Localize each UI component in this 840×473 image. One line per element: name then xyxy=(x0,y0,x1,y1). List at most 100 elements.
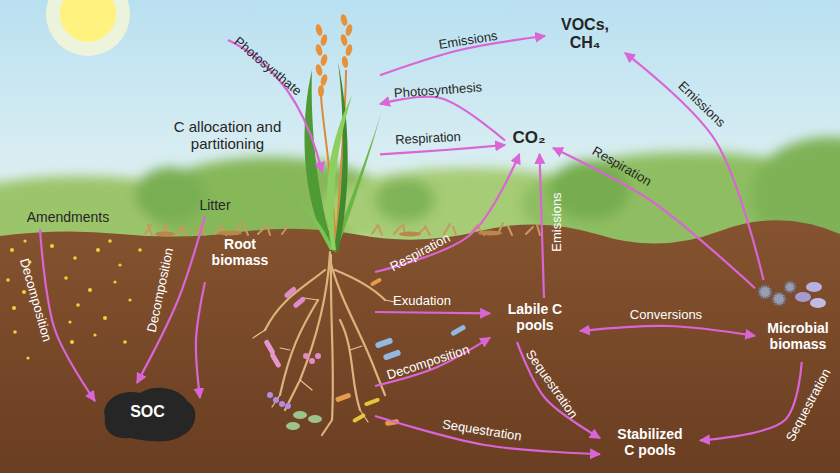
microbe xyxy=(450,324,466,336)
grain xyxy=(315,63,324,76)
microbe xyxy=(370,277,382,286)
sun xyxy=(60,0,116,42)
connectors xyxy=(40,36,802,454)
particle xyxy=(70,340,74,344)
node-label: Litter xyxy=(190,197,240,213)
microbe xyxy=(375,337,394,349)
particle xyxy=(103,316,107,320)
node-label: Amendments xyxy=(18,209,118,225)
flow-arrow xyxy=(553,148,755,288)
particle xyxy=(10,248,14,252)
microbe xyxy=(810,298,826,308)
grain xyxy=(315,23,324,36)
input-label: Litter xyxy=(190,196,240,216)
microbe xyxy=(283,286,297,299)
particle xyxy=(93,333,96,336)
particle xyxy=(23,239,26,242)
particle xyxy=(138,248,142,252)
microbe xyxy=(352,413,366,423)
plant-node: C allocation and partitioning xyxy=(165,8,380,248)
particle xyxy=(113,280,116,283)
flow-label: Emissions xyxy=(438,29,499,51)
node-label: VOCs, CH₄ xyxy=(555,16,615,53)
flow-label: Decomposition xyxy=(18,257,54,343)
particle xyxy=(64,276,68,280)
flow-label: Conversions xyxy=(630,308,702,321)
flow-arrow xyxy=(580,326,755,336)
leaf xyxy=(272,176,334,250)
flow-label: Exudation xyxy=(393,294,451,307)
flow-arrow xyxy=(40,229,95,401)
flow-label: Decomposition xyxy=(385,343,471,382)
amendment-particles xyxy=(6,239,142,359)
flow-arrow xyxy=(375,416,600,454)
microbe xyxy=(293,411,307,419)
node-label: SOC xyxy=(95,403,200,421)
microbe xyxy=(308,415,322,423)
particle xyxy=(118,263,121,266)
flow-label: Respiration xyxy=(590,144,653,188)
particle xyxy=(96,248,100,252)
litter-piece xyxy=(399,232,421,237)
microbe xyxy=(795,292,811,302)
microbe xyxy=(806,282,822,292)
input-label: Amendments xyxy=(18,207,118,229)
node-label: C allocation and partitioning xyxy=(165,118,290,153)
grain xyxy=(315,43,324,56)
microbe xyxy=(292,296,306,309)
microbe xyxy=(785,282,795,292)
grain-head xyxy=(315,13,354,97)
litter-piece xyxy=(478,231,502,236)
flow-arrow xyxy=(625,53,764,280)
particle xyxy=(50,244,54,248)
annotation-label: Photosynthate xyxy=(232,34,304,97)
soil xyxy=(0,220,840,473)
microbe xyxy=(364,397,380,406)
microbe xyxy=(269,352,281,368)
gas-label: CO₂ xyxy=(505,124,553,154)
flow-arrow xyxy=(375,312,490,313)
particle xyxy=(12,306,16,310)
particle xyxy=(76,303,80,307)
flow-label: Sequestration xyxy=(783,367,832,444)
rootlet xyxy=(253,298,395,422)
flow-arrow xyxy=(196,282,205,398)
flow-label: Emissions xyxy=(550,192,563,251)
flow-arrow xyxy=(380,145,505,154)
grain xyxy=(340,33,349,46)
particle xyxy=(22,290,26,294)
microbe xyxy=(285,403,291,409)
microbe-node: Microbial biomass xyxy=(755,280,840,362)
microbe xyxy=(263,339,275,355)
grain xyxy=(345,23,354,36)
flow-label: Emissions xyxy=(676,79,728,130)
grain xyxy=(320,53,329,66)
flow-label: Sequestration xyxy=(441,417,522,442)
node-label: Microbial biomass xyxy=(763,320,833,352)
microbe xyxy=(273,397,279,403)
flow-label: Respiration xyxy=(388,231,452,273)
microbe xyxy=(279,401,285,407)
microbe xyxy=(303,353,309,359)
leaf xyxy=(327,95,352,250)
particle xyxy=(13,330,17,334)
grain xyxy=(318,85,324,97)
tree xyxy=(375,178,435,222)
grain xyxy=(341,56,349,69)
flow-arrow xyxy=(700,362,802,440)
particle xyxy=(128,298,131,301)
microbe xyxy=(335,392,352,402)
root-node: Root biomass xyxy=(205,232,375,432)
flow-label: Sequestration xyxy=(524,347,581,420)
emission-label: VOCs, CH₄ xyxy=(545,12,625,60)
soc-blob: SOC xyxy=(95,383,200,443)
root-system xyxy=(253,252,395,435)
microbe xyxy=(267,392,273,398)
grain xyxy=(340,13,349,26)
flow-label: Decomposition xyxy=(145,247,176,334)
flow-arrow xyxy=(137,216,205,383)
